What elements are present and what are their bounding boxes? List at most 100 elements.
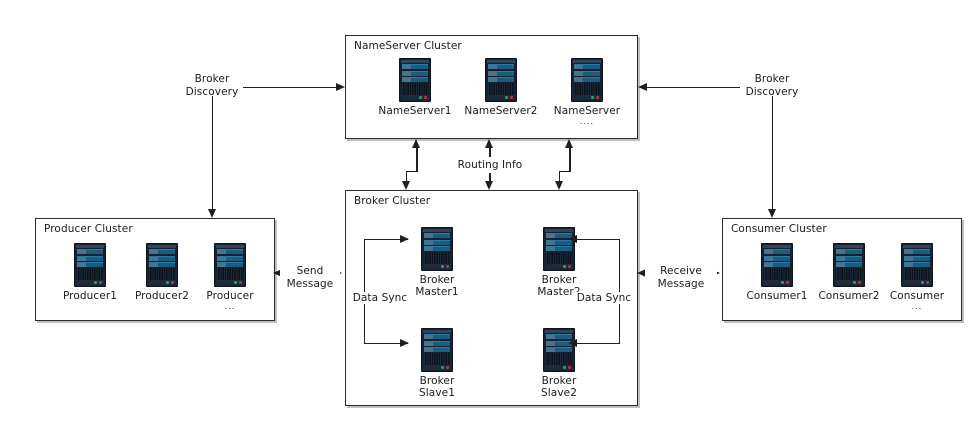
node-label: Consumer ... — [877, 290, 957, 311]
node-nameserver1[interactable]: NameServer1 — [370, 58, 460, 117]
server-icon — [421, 227, 453, 271]
node-nameserver2[interactable]: NameServer2 — [456, 58, 546, 117]
server-icon — [74, 243, 106, 287]
edge-label-line2: Discovery — [185, 85, 239, 98]
node-label: NameServer1 — [378, 105, 452, 117]
node-label-line2: Master2 — [537, 286, 581, 298]
node-producer-more[interactable]: Producer ... — [190, 243, 270, 311]
routing-right-down-arrowhead — [554, 181, 563, 190]
routing-mid-down-arrowhead — [485, 181, 494, 190]
data-sync-right-top-line — [576, 239, 620, 241]
node-consumer-more[interactable]: Consumer ... — [877, 243, 957, 311]
node-broker-slave2[interactable]: Broker Slave2 — [524, 328, 594, 399]
node-consumer1[interactable]: Consumer1 — [737, 243, 817, 302]
cluster-nameserver-title: NameServer Cluster — [354, 40, 462, 52]
node-broker-slave1[interactable]: Broker Slave1 — [402, 328, 472, 399]
edge-label-line2: Message — [657, 277, 705, 290]
node-label-ellipsis: .... — [579, 117, 595, 126]
node-label-line1: Broker — [541, 375, 577, 387]
node-label: Producer2 — [134, 290, 190, 302]
broker-discovery-right-line-h — [647, 87, 740, 89]
node-label-line1: Broker — [419, 274, 455, 286]
routing-left-up-stem — [416, 148, 418, 172]
node-label-line2: Master1 — [415, 286, 459, 298]
broker-discovery-right-arrowhead — [638, 83, 647, 92]
server-icon — [146, 243, 178, 287]
cluster-producer-title: Producer Cluster — [44, 223, 133, 235]
routing-left-up-arrowhead — [412, 139, 421, 148]
cluster-nameserver[interactable]: NameServer Cluster NameServer1 NameServe… — [345, 35, 638, 139]
node-producer1[interactable]: Producer1 — [50, 243, 130, 302]
consumer-discovery-arrowhead — [767, 209, 776, 218]
routing-right-step — [559, 170, 571, 172]
data-sync-left-bottom-line — [364, 342, 408, 344]
edge-label-data-sync-left: Data Sync — [348, 292, 412, 304]
routing-mid-up-stem — [489, 148, 491, 157]
edge-label-send-message: Send Message — [280, 265, 340, 290]
server-icon — [571, 58, 603, 102]
node-label-ellipsis: ... — [911, 302, 923, 311]
routing-left-down-stem — [406, 170, 408, 182]
node-label-line1: Broker — [541, 274, 577, 286]
broker-discovery-right-line-v — [772, 96, 774, 209]
server-icon — [399, 58, 431, 102]
send-message-left-arrowhead — [273, 268, 282, 277]
data-sync-right-spine — [619, 239, 621, 344]
cluster-producer[interactable]: Producer Cluster Producer1 Producer2 — [35, 218, 275, 321]
node-label: Producer1 — [62, 290, 118, 302]
routing-left-down-arrowhead — [401, 181, 410, 190]
node-label: Consumer2 — [818, 290, 880, 302]
edge-label-broker-discovery-left: Broker Discovery — [166, 73, 258, 98]
edge-label-line1: Broker — [194, 73, 230, 85]
routing-right-up-stem — [569, 148, 571, 172]
node-label-text: Producer — [206, 290, 254, 302]
node-label: Broker Master1 — [402, 274, 472, 298]
cluster-consumer[interactable]: Consumer Cluster Consumer1 Consumer2 — [722, 218, 962, 321]
node-label-text: Consumer — [889, 290, 945, 302]
data-sync-right-bottom-arrowhead — [568, 338, 577, 347]
edge-label-line1: Receive — [660, 265, 702, 277]
edge-label-receive-message: Receive Message — [645, 265, 717, 290]
data-sync-right-bottom-line — [576, 342, 620, 344]
node-label-text: NameServer — [553, 105, 621, 117]
node-broker-master1[interactable]: Broker Master1 — [402, 227, 472, 298]
node-label: Broker Master2 — [524, 274, 594, 298]
edge-label-routing-info: Routing Info — [457, 159, 523, 171]
cluster-consumer-title: Consumer Cluster — [731, 223, 827, 235]
cluster-broker-title: Broker Cluster — [354, 195, 431, 207]
node-nameserver-more[interactable]: NameServer .... — [542, 58, 632, 126]
node-label: Broker Slave2 — [524, 375, 594, 399]
edge-label-line1: Broker — [754, 73, 790, 85]
routing-mid-up-arrowhead — [485, 139, 494, 148]
server-icon — [901, 243, 933, 287]
edge-label-broker-discovery-right: Broker Discovery — [726, 73, 818, 98]
node-label-line2: Slave1 — [419, 387, 455, 399]
routing-right-down-stem — [559, 170, 561, 182]
server-icon — [485, 58, 517, 102]
server-icon — [214, 243, 246, 287]
server-icon — [543, 227, 575, 271]
receive-message-left-arrowhead — [637, 268, 646, 277]
data-sync-right-top-arrowhead — [568, 235, 577, 244]
server-icon — [761, 243, 793, 287]
node-consumer2[interactable]: Consumer2 — [809, 243, 889, 302]
edge-label-line1: Send — [296, 265, 324, 277]
server-icon — [543, 328, 575, 372]
server-icon — [421, 328, 453, 372]
broker-discovery-left-line-v — [212, 96, 214, 209]
routing-left-step — [406, 170, 418, 172]
node-label-line2: Slave2 — [541, 387, 577, 399]
routing-mid-down-stem — [489, 173, 491, 182]
node-label: Broker Slave1 — [402, 375, 472, 399]
node-broker-master2[interactable]: Broker Master2 — [524, 227, 594, 298]
node-label: NameServer2 — [464, 105, 538, 117]
node-producer2[interactable]: Producer2 — [122, 243, 202, 302]
broker-discovery-left-arrowhead — [336, 83, 345, 92]
node-label-line1: Broker — [419, 375, 455, 387]
data-sync-left-top-arrowhead — [400, 235, 409, 244]
server-icon — [833, 243, 865, 287]
node-label: NameServer .... — [542, 105, 632, 126]
data-sync-left-bottom-arrowhead — [400, 338, 409, 347]
node-label: Producer ... — [190, 290, 270, 311]
